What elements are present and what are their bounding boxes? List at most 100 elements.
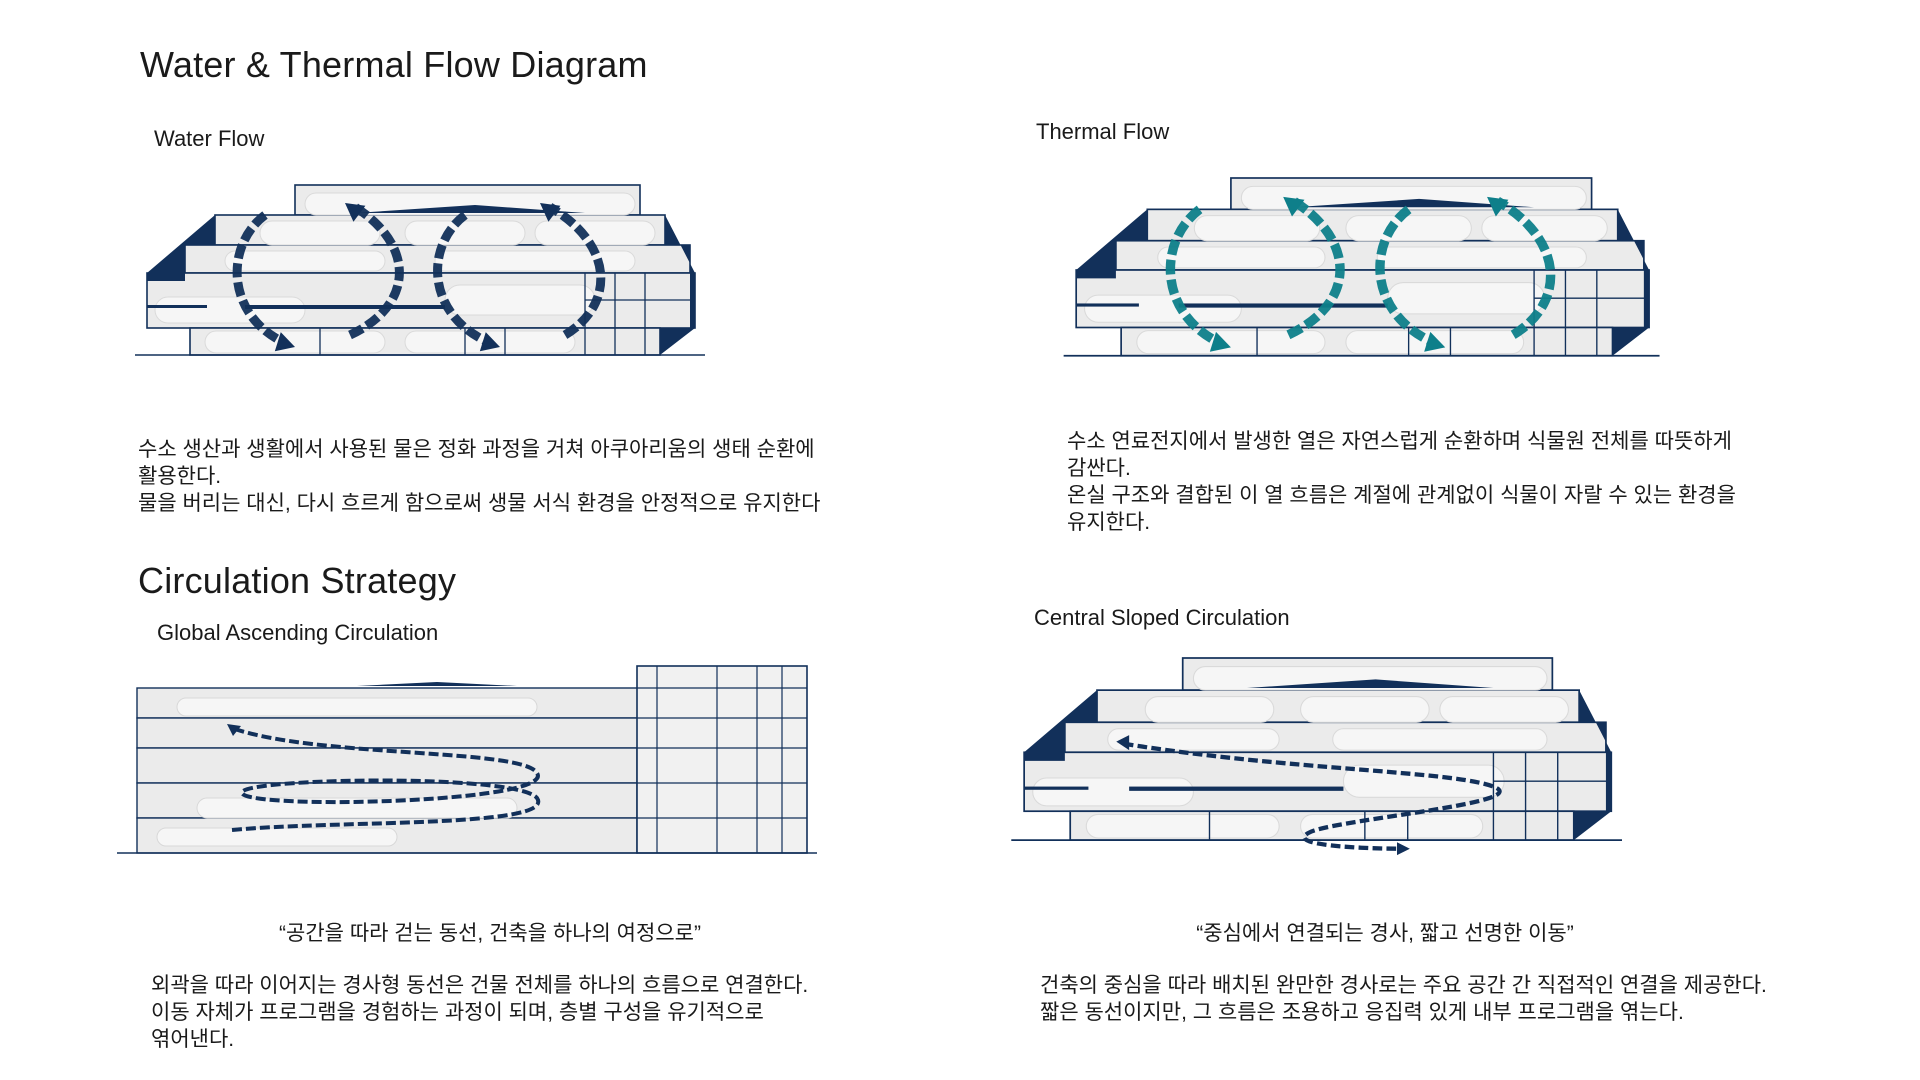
ramp-arrow-start [1116, 735, 1130, 751]
floor-volume-1 [176, 697, 538, 717]
interior-volume-5 [224, 250, 386, 272]
interior-volume-6 [434, 250, 636, 272]
flow-arrow-1-head [1209, 331, 1231, 352]
thermal-flow-title: Thermal Flow [1036, 119, 1170, 144]
right-facade-wedge [1612, 209, 1650, 356]
flow-arrow-1-head [274, 332, 295, 352]
interior-slab [245, 305, 445, 309]
roof-slope [355, 205, 585, 213]
left-facade-wedge [1024, 690, 1097, 761]
flow-arrow-4-head [1487, 196, 1509, 217]
thermal-flow-description: 수소 연료전지에서 발생한 열은 자연스럽게 순환하며 식물원 전체를 따뜻하게… [1067, 428, 1867, 536]
central-text-line-1: 건축의 중심을 따라 배치된 완만한 경사로는 주요 공간 간 직접적인 연결을… [1040, 974, 1767, 997]
central-text-line-2: 짧은 동선이지만, 그 흐름은 조용하고 응집력 있게 내부 프로그램을 엮는다… [1040, 1001, 1684, 1024]
flow-arrow-2 [348, 203, 404, 340]
thermal-text-line-3: 온실 구조와 결합된 이 열 흐름은 계절에 관계없이 식물이 자랄 수 있는 … [1067, 484, 1736, 507]
interior-volume-4 [1481, 215, 1608, 242]
interior-volume-7 [154, 296, 306, 324]
global-text-line-1: 외곽을 따라 이어지는 경사형 동선은 건물 전체를 하나의 흐름으로 연결한다… [151, 974, 809, 997]
flow-arrow-3 [433, 211, 492, 348]
central-circulation-title: Central Sloped Circulation [1034, 605, 1290, 630]
interior-volume-3 [1300, 696, 1430, 723]
roof-slope [1247, 679, 1494, 688]
right-facade-wedge [660, 215, 695, 355]
interior-volume-1 [1192, 666, 1548, 691]
water-flow-diagram [135, 184, 705, 356]
water-text-line-3: 물을 버리는 대신, 다시 흐르게 함으로써 생물 서식 환경을 안정적으로 유… [138, 492, 821, 515]
roof-strip [357, 682, 517, 686]
interior-volume-7 [1084, 294, 1242, 323]
floor-volume-3 [156, 827, 398, 847]
interior-volume-4 [534, 220, 656, 246]
flow-arrow-3-head [1424, 331, 1446, 352]
interior-volume-3 [404, 220, 526, 246]
interior-volume-4 [1439, 696, 1569, 723]
floor-3 [136, 747, 638, 784]
interior-volume-8 [1387, 282, 1546, 315]
interior-slab [1178, 303, 1388, 308]
flow-arrow-4-head [540, 203, 561, 222]
flow-arrow-2-head [345, 203, 366, 222]
interior-volume-8 [444, 284, 596, 316]
building-section [1063, 177, 1660, 357]
building-section [135, 184, 705, 356]
flow-arrows [1165, 196, 1556, 352]
global-text-line-3: 엮어낸다. [151, 1028, 235, 1051]
interior-slab-left [147, 305, 207, 308]
global-circulation-diagram [117, 665, 817, 854]
central-circulation-description: 건축의 중심을 따라 배치된 완만한 경사로는 주요 공간 간 직접적인 연결을… [1040, 972, 1900, 1026]
flow-arrow-4 [547, 203, 606, 339]
building-section [1011, 657, 1622, 841]
interior-slab-left [1076, 303, 1139, 307]
loop-arrow-head [227, 724, 241, 736]
interior-volume-9 [1136, 330, 1326, 355]
circulation-strategy-title: Circulation Strategy [138, 560, 457, 601]
interior-volume-5 [1157, 246, 1326, 269]
ramp-path [1123, 741, 1502, 851]
interior-volume-2 [1193, 215, 1321, 242]
flow-arrow-1 [232, 211, 288, 348]
interior-volume-7 [1032, 777, 1194, 807]
flow-arrow-1 [1165, 205, 1223, 348]
thermal-flow-diagram [1063, 177, 1660, 357]
roof-slope [1293, 198, 1535, 208]
tower-block [636, 665, 808, 854]
floor-2 [136, 717, 678, 749]
right-facade-wedge [1573, 690, 1612, 841]
interior-volume-6 [1332, 728, 1548, 751]
interior-slab [1129, 786, 1344, 791]
ascending-loop-path [231, 726, 541, 832]
ramp-arrow-end [1397, 842, 1410, 856]
global-circulation-quote: “공간을 따라 걷는 동선, 건축을 하나의 여정으로” [279, 922, 701, 945]
flow-arrow-3 [1375, 205, 1437, 348]
left-facade-wedge [1076, 209, 1148, 279]
building-section-long [117, 665, 817, 854]
page-title: Water & Thermal Flow Diagram [140, 44, 648, 85]
interior-slab-left [1024, 786, 1089, 790]
left-facade-wedge [147, 215, 215, 281]
water-text-line-1: 수소 생산과 생활에서 사용된 물은 정화 과정을 거쳐 아쿠아리움의 생태 순… [138, 438, 815, 461]
central-circulation-diagram [1011, 657, 1622, 856]
global-circulation-description: 외곽을 따라 이어지는 경사형 동선은 건물 전체를 하나의 흐름으로 연결한다… [151, 972, 971, 1053]
interior-volume-5 [1107, 728, 1280, 751]
interior-volume-9 [1085, 813, 1280, 839]
sloped-ramp-path [1116, 735, 1502, 856]
flow-arrow-4 [1495, 196, 1556, 339]
water-flow-description: 수소 생산과 생활에서 사용된 물은 정화 과정을 거쳐 아쿠아리움의 생태 순… [138, 436, 938, 517]
central-circulation-quote: “중심에서 연결되는 경사, 짧고 선명한 이동” [1196, 922, 1574, 945]
thermal-text-line-4: 유지한다. [1067, 511, 1151, 534]
flow-arrow-2-head [1283, 196, 1305, 217]
water-text-line-2: 활용한다. [138, 465, 222, 488]
interior-volume-9 [204, 330, 386, 354]
interior-volume-2 [259, 220, 381, 246]
interior-volume-3 [1345, 215, 1472, 242]
interior-volume-6 [1376, 246, 1587, 269]
flow-arrow-3-head [479, 332, 500, 352]
interior-volume-2 [1144, 696, 1275, 723]
thermal-text-line-1: 수소 연료전지에서 발생한 열은 자연스럽게 순환하며 식물원 전체를 따뜻하게 [1067, 430, 1732, 453]
floor-volume-2 [196, 797, 518, 819]
global-text-line-2: 이동 자체가 프로그램을 경험하는 과정이 되며, 층별 구성을 유기적으로 [151, 1001, 764, 1024]
global-circulation-title: Global Ascending Circulation [157, 620, 439, 645]
flow-arrows [232, 203, 606, 352]
flow-arrow-2 [1286, 197, 1345, 340]
